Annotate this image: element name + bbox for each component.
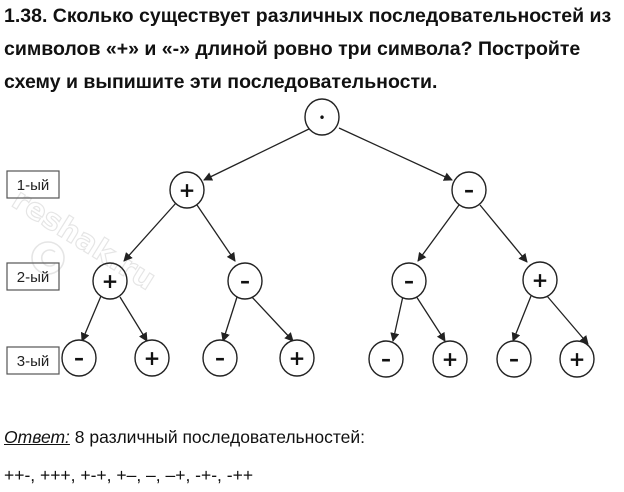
level3-node-8 bbox=[559, 340, 595, 378]
problem-line-3: схему и выпишите эти последовательности. bbox=[4, 71, 438, 93]
level-label-box-3 bbox=[6, 346, 60, 375]
level3-symbol-2: + bbox=[144, 346, 161, 370]
edge-l2a-l3b bbox=[119, 296, 148, 342]
edge-l2a-l3a bbox=[80, 295, 102, 342]
level3-node-3 bbox=[202, 339, 238, 377]
root-symbol: • bbox=[318, 111, 325, 125]
edge-l2c-l3f bbox=[415, 295, 446, 342]
edge-root-l1b bbox=[338, 127, 453, 181]
answer-label: Ответ: bbox=[4, 427, 70, 447]
edge-l2d-l3h bbox=[546, 295, 589, 345]
level2-node-1 bbox=[92, 262, 128, 300]
edge-l2b-l3c bbox=[221, 296, 238, 342]
level-label-box-1 bbox=[6, 170, 60, 199]
level3-node-2 bbox=[134, 339, 170, 377]
level3-node-5 bbox=[368, 340, 404, 378]
edge-l2d-l3g bbox=[511, 295, 532, 342]
level2-node-2 bbox=[227, 262, 263, 300]
level1-node-minus bbox=[451, 171, 487, 209]
root-node bbox=[304, 98, 340, 136]
level-label-box-2 bbox=[6, 262, 60, 291]
level3-node-1 bbox=[61, 339, 97, 377]
watermark-copyright-icon bbox=[31, 241, 65, 275]
level3-symbol-3: – bbox=[215, 346, 225, 370]
level-label-3: 3-ый bbox=[17, 353, 50, 370]
edge-l1a-l2b bbox=[196, 204, 236, 262]
edge-l1a-l2a bbox=[123, 202, 177, 262]
edge-l1b-l2d bbox=[479, 204, 528, 263]
level2-symbol-4: + bbox=[532, 268, 549, 292]
level-label-2: 2-ый bbox=[17, 269, 50, 286]
edge-l2c-l3e bbox=[390, 295, 404, 342]
level3-symbol-6: + bbox=[442, 347, 459, 371]
sequence-tree-diagram: 1-ый 2-ый 3-ый • + – + – – + – + – + – + bbox=[5, 98, 595, 378]
level3-symbol-5: – bbox=[381, 347, 391, 371]
answer-text: 8 различный последовательностей: bbox=[69, 427, 366, 447]
level1-symbol-2: – bbox=[464, 178, 474, 202]
level3-symbol-1: – bbox=[74, 346, 84, 370]
problem-statement: 1.38. Сколько существует различных после… bbox=[4, 0, 620, 99]
level3-node-6 bbox=[432, 340, 468, 378]
answer-line: Ответ: 8 различный последовательностей: bbox=[4, 427, 365, 448]
problem-line-1: 1.38. Сколько существует различных после… bbox=[4, 5, 612, 27]
edge-l1b-l2c bbox=[417, 204, 460, 262]
level3-symbol-8: + bbox=[569, 347, 586, 371]
level-label-1: 1-ый bbox=[17, 177, 50, 194]
edge-l2b-l3d bbox=[250, 295, 294, 342]
level3-symbol-7: – bbox=[509, 347, 519, 371]
level1-node-plus bbox=[169, 171, 205, 209]
level2-node-4 bbox=[522, 261, 558, 299]
edge-root-l1a bbox=[203, 127, 312, 181]
level2-node-3 bbox=[391, 262, 427, 300]
level3-symbol-4: + bbox=[289, 346, 306, 370]
level3-node-7 bbox=[496, 340, 532, 378]
problem-line-2: символов «+» и «-» длиной ровно три симв… bbox=[4, 38, 581, 60]
level2-symbol-2: – bbox=[240, 269, 250, 293]
level2-symbol-3: – bbox=[404, 269, 414, 293]
level3-node-4 bbox=[279, 339, 315, 377]
level1-symbol-1: + bbox=[179, 178, 196, 202]
answer-sequences: ++-, +++, +-+, +–, –, –+, -+-, -++ bbox=[4, 465, 254, 485]
level2-symbol-1: + bbox=[102, 269, 119, 293]
